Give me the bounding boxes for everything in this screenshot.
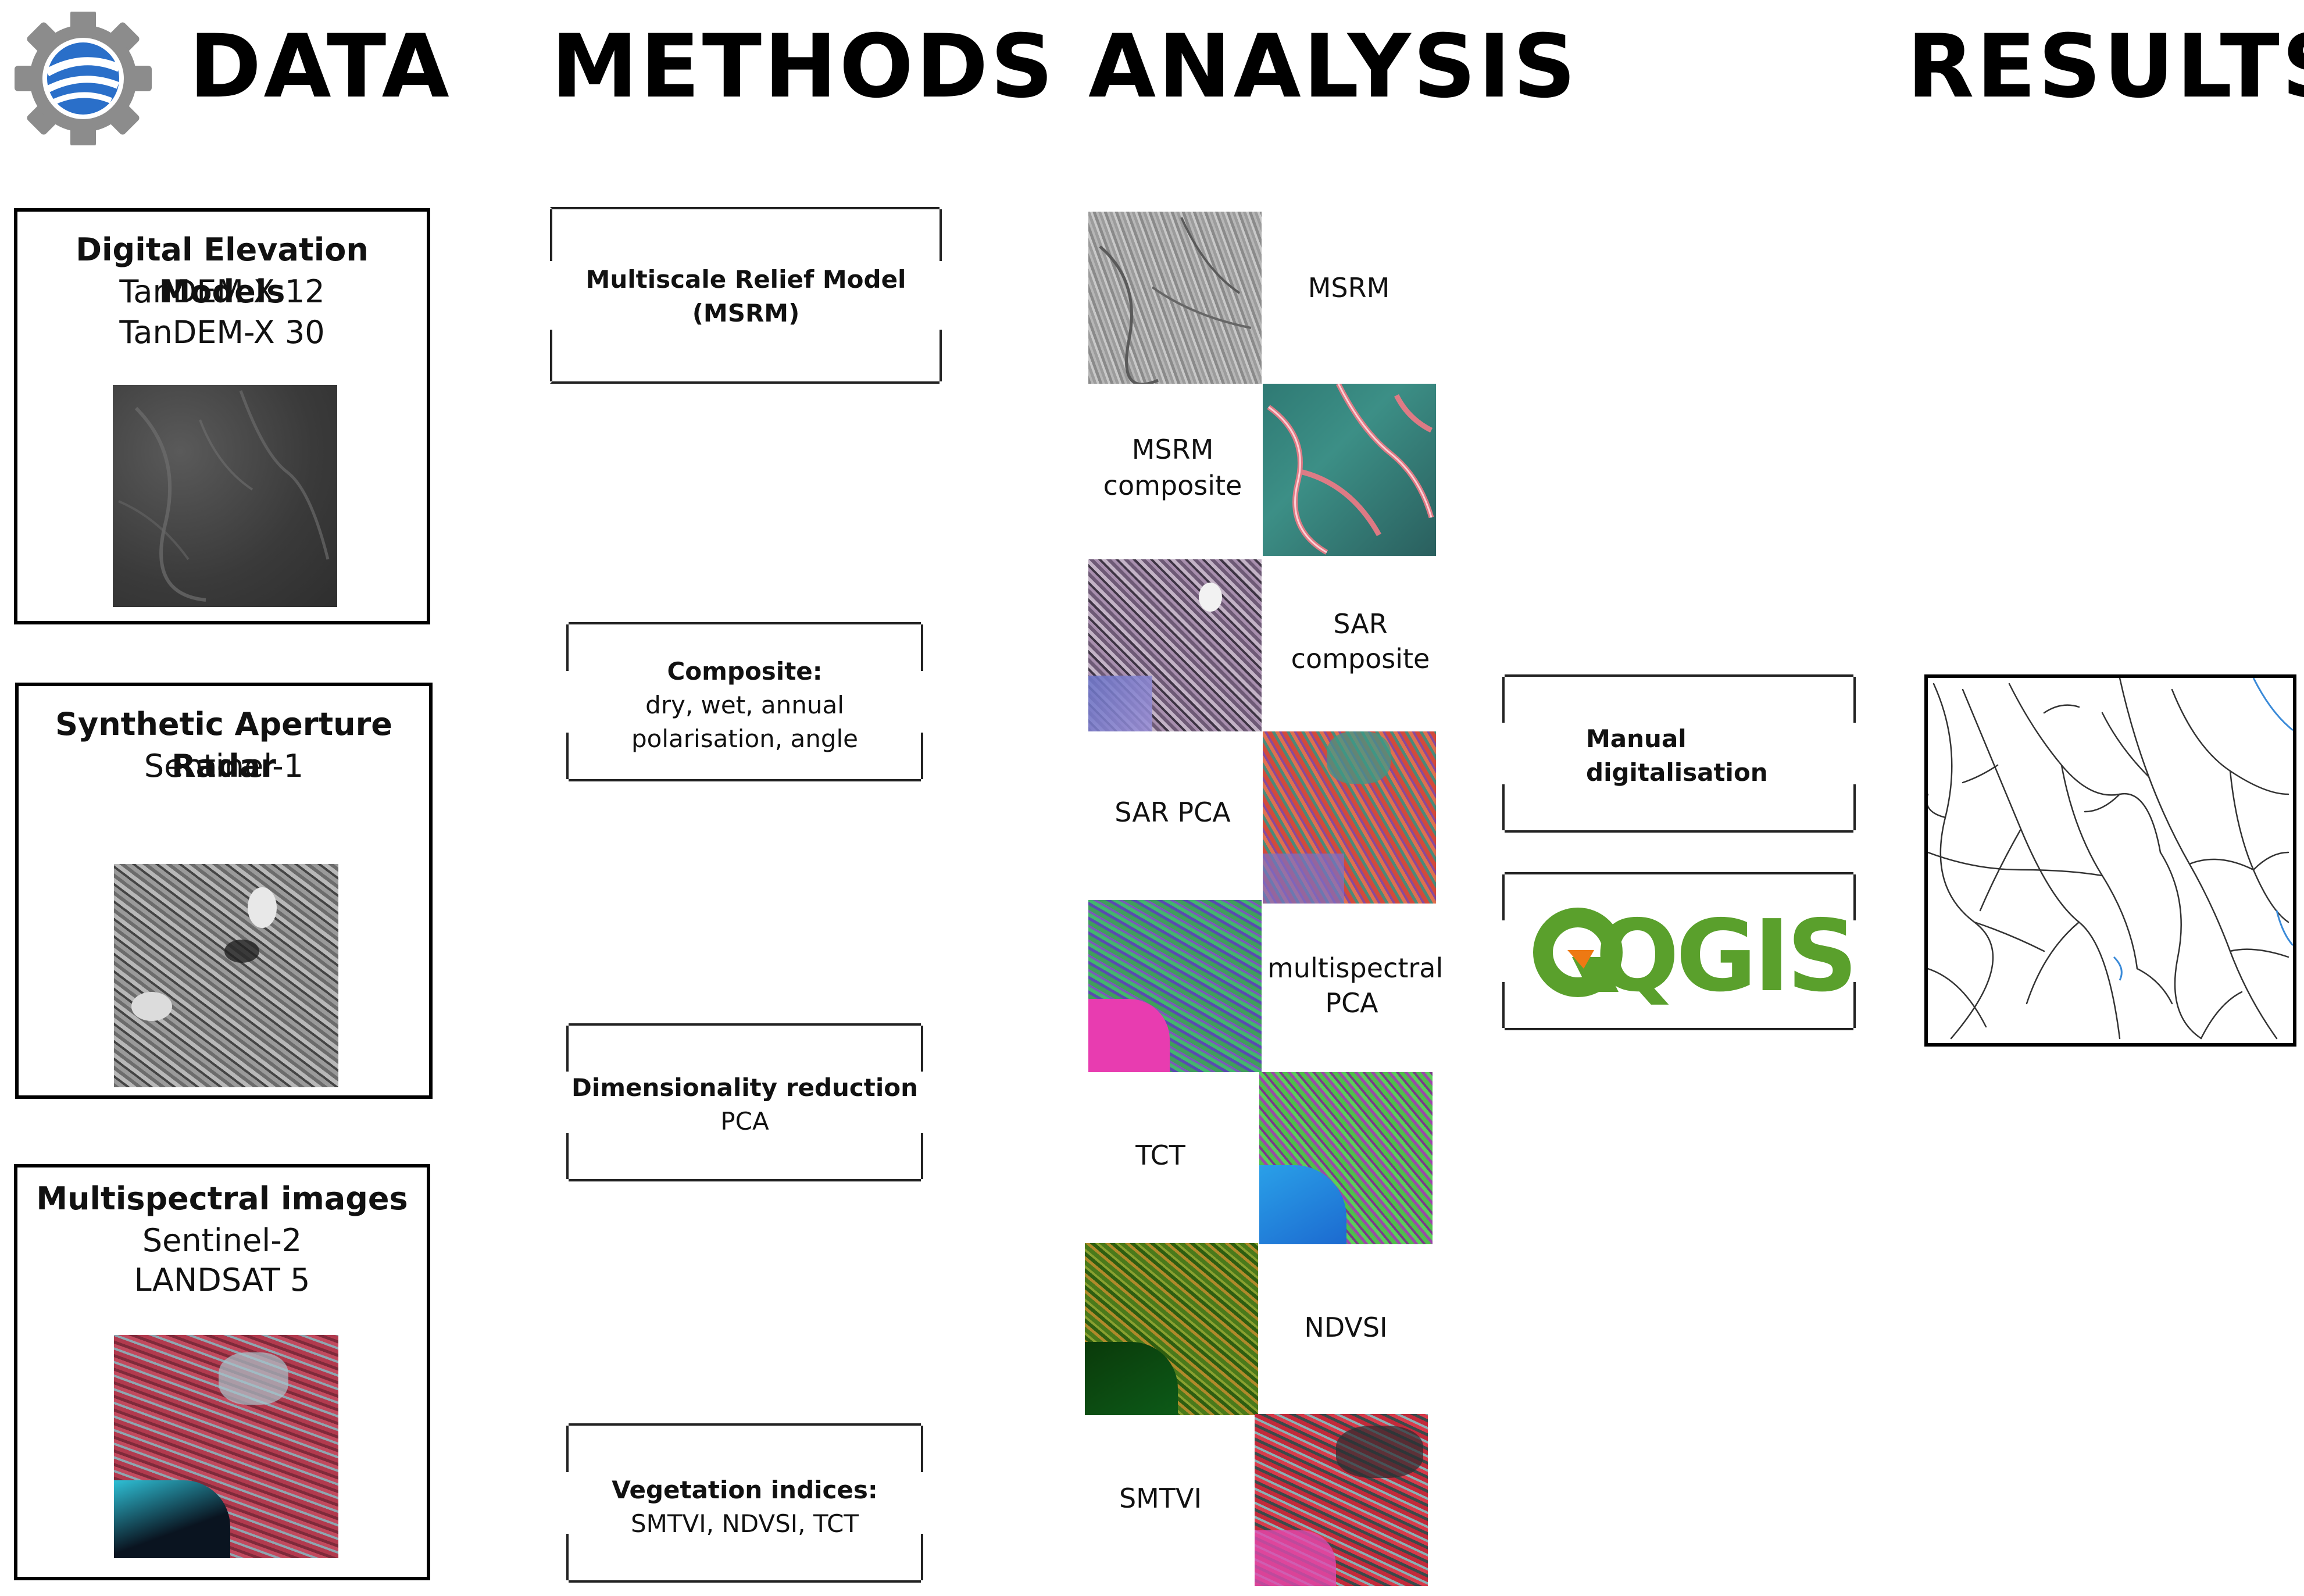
multispectral-data-box: Multispectral images Sentinel-2 LANDSAT …: [14, 1164, 430, 1580]
water-lines-drawing: [2113, 678, 2293, 981]
bracket-tick: [940, 330, 942, 381]
dem-data-box: Digital Elevation Models TanDEM-X 12 Tan…: [14, 208, 430, 624]
method-veg-title: Vegetation indices:: [612, 1476, 878, 1504]
bracket-tick: [550, 209, 552, 261]
qgis-box: QGIS: [1502, 872, 1858, 1030]
msrm-composite-tile: [1263, 384, 1436, 556]
label-ms-pca-1: multispectral: [1267, 952, 1444, 984]
dem-thumbnail: [113, 385, 337, 607]
method-msrm: Multiscale Relief Model (MSRM): [550, 207, 942, 384]
ms-title: Multispectral images: [36, 1180, 408, 1217]
bracket-tick: [1502, 784, 1505, 830]
method-dimred-line1: PCA: [720, 1107, 769, 1136]
ms-line2: LANDSAT 5: [134, 1262, 310, 1298]
label-tct: TCT: [1135, 1140, 1185, 1171]
bracket-tick: [921, 1133, 923, 1179]
method-composite: Composite: dry, wet, annual polarisation…: [566, 622, 923, 781]
method-vegetation-indices: Vegetation indices: SMTVI, NDVSI, TCT: [566, 1423, 923, 1583]
method-dimensionality-reduction: Dimensionality reduction PCA: [566, 1023, 923, 1181]
dem-title: Digital Elevation Models: [76, 231, 369, 310]
bracket-tick: [921, 1026, 923, 1072]
label-msrm-composite-1: MSRM: [1131, 434, 1214, 465]
label-sar-pca: SAR PCA: [1115, 797, 1231, 828]
header-data: DATA: [189, 16, 452, 117]
bracket-tick: [566, 733, 569, 779]
method-composite-line2: polarisation, angle: [631, 724, 858, 753]
sar-title: Synthetic Aperture Radar: [55, 706, 392, 784]
bracket-tick: [550, 330, 552, 381]
manual-digitalisation: Manual digitalisation: [1502, 674, 1856, 833]
msrm-tile: [1088, 212, 1262, 384]
ndvsi-tile: [1085, 1243, 1258, 1415]
bracket-tick: [1502, 874, 1505, 921]
bracket-tick: [1853, 677, 1856, 723]
bracket-tick: [1502, 981, 1505, 1028]
label-ms-pca-2: PCA: [1325, 987, 1378, 1019]
sar-composite-tile: [1088, 559, 1262, 731]
bracket-tick: [921, 624, 923, 671]
bracket-tick: [921, 1426, 923, 1472]
sar-thumbnail: [114, 864, 338, 1087]
qgis-q-icon: [1533, 908, 1623, 997]
bracket-tick: [921, 1534, 923, 1580]
label-sar-composite-1: SAR: [1333, 608, 1388, 640]
bracket-tick: [566, 624, 569, 671]
bracket-tick: [1853, 874, 1856, 921]
label-ndvsi: NDVSI: [1304, 1312, 1388, 1343]
bracket-tick: [566, 1133, 569, 1179]
sar-line1: Sentinel-1: [144, 748, 304, 784]
bracket-tick: [1853, 981, 1856, 1028]
dem-line1: TanDEM-X 12: [119, 273, 325, 310]
bracket-tick: [921, 733, 923, 779]
bracket-tick: [566, 1026, 569, 1072]
qgis-logo: QGIS: [1531, 905, 1858, 1006]
header-results: RESULTS: [1907, 16, 2304, 117]
header-analysis: ANALYSIS: [1088, 16, 1578, 117]
method-msrm-title: Multiscale Relief Model: [585, 265, 906, 294]
bracket-tick: [1502, 677, 1505, 723]
method-msrm-sub: (MSRM): [692, 299, 800, 327]
manual-line2: digitalisation: [1586, 758, 1768, 787]
dem-line2: TanDEM-X 30: [119, 314, 325, 351]
qgis-wordmark: QGIS: [1595, 899, 1858, 1014]
tct-tile: [1259, 1072, 1433, 1244]
label-msrm-composite-2: composite: [1103, 470, 1242, 501]
label-smtvi: SMTVI: [1119, 1483, 1202, 1514]
ms-line1: Sentinel-2: [142, 1222, 302, 1259]
method-veg-line1: SMTVI, NDVSI, TCT: [630, 1509, 859, 1538]
method-dimred-title: Dimensionality reduction: [571, 1073, 919, 1102]
bracket-tick: [1853, 784, 1856, 830]
bracket-tick: [566, 1426, 569, 1472]
digitised-network-drawing: [1928, 678, 2289, 1040]
method-composite-title: Composite:: [667, 657, 823, 685]
bracket-tick: [940, 209, 942, 261]
sar-data-box: Synthetic Aperture Radar Sentinel-1: [15, 683, 433, 1099]
label-sar-composite-2: composite: [1291, 643, 1430, 674]
label-msrm: MSRM: [1308, 272, 1390, 304]
smtvi-tile: [1255, 1414, 1428, 1586]
method-composite-line1: dry, wet, annual: [645, 691, 844, 719]
results-map: [1924, 674, 2296, 1047]
gear-globe-icon: [15, 10, 152, 147]
sar-pca-tile: [1263, 731, 1436, 904]
gee-logo: [10, 10, 156, 147]
header-methods: METHODS: [551, 16, 1056, 117]
multispectral-pca-tile: [1088, 900, 1262, 1072]
manual-line1: Manual: [1586, 724, 1687, 753]
bracket-tick: [566, 1534, 569, 1580]
multispectral-thumbnail: [114, 1335, 338, 1558]
